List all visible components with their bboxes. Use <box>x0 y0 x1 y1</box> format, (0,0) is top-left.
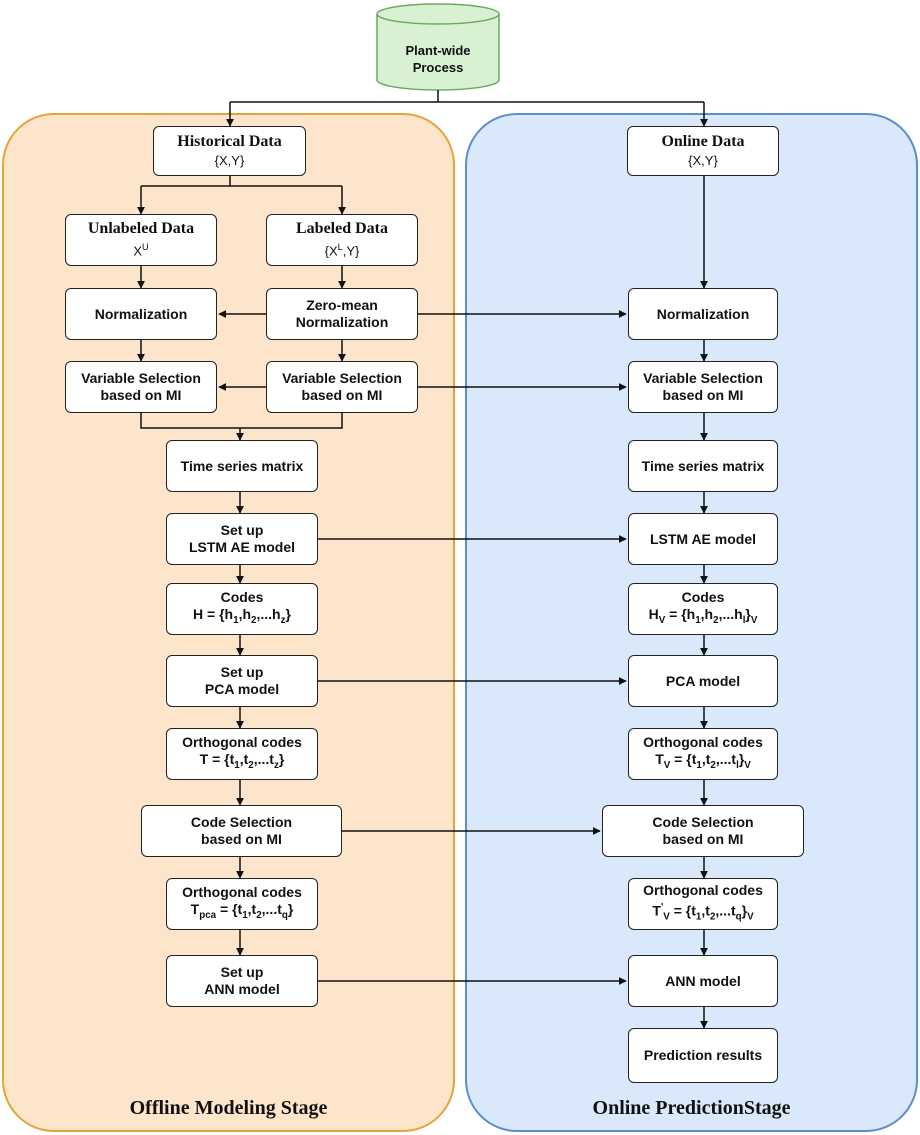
offline-ortho2-box: Orthogonal codes Tpca = {t1,t2,...tq} <box>166 878 318 930</box>
offline-codes-box: Codes H = {h1,h2,...hz} <box>166 583 318 635</box>
offline-ortho1-line2: T = {t1,t2,...tz} <box>199 751 285 771</box>
prediction-results-label: Prediction results <box>643 1047 763 1063</box>
offline-normalization-box: Normalization <box>65 288 217 340</box>
offline-lstm-line2: LSTM AE model <box>188 539 296 555</box>
offline-ann-line1: Set up <box>220 964 264 980</box>
offline-ortho1-line1: Orthogonal codes <box>182 734 302 751</box>
online-data-sub: {X,Y} <box>688 153 718 168</box>
historical-data-sub: {X,Y} <box>214 153 245 168</box>
source-title-line1: Plant-wide <box>405 43 471 58</box>
zero-mean-normalization-box: Zero-mean Normalization <box>266 288 418 340</box>
historical-data-box: Historical Data {X,Y} <box>153 126 306 176</box>
online-var-sel-line1: Variable Selection <box>643 370 763 386</box>
offline-time-series-box: Time series matrix <box>166 440 318 492</box>
online-code-sel-line1: Code Selection <box>652 814 754 830</box>
online-pca-label: PCA model <box>665 672 741 689</box>
online-codes-line1: Codes <box>681 589 725 606</box>
offline-normalization-label: Normalization <box>94 305 188 322</box>
online-ann-label: ANN model <box>665 972 741 989</box>
online-ortho2-line1: Orthogonal codes <box>643 882 763 899</box>
online-lstm-box: LSTM AE model <box>628 513 778 565</box>
online-lstm-label: LSTM AE model <box>649 530 757 547</box>
online-var-sel-line2: based on MI <box>662 387 744 403</box>
offline-pca-line1: Set up <box>220 664 264 680</box>
zero-mean-line2: Normalization <box>295 314 389 330</box>
offline-ortho1-box: Orthogonal codes T = {t1,t2,...tz} <box>166 728 318 780</box>
online-data-box: Online Data {X,Y} <box>627 126 779 176</box>
offline-ann-box: Set up ANN model <box>166 955 318 1007</box>
var-sel-left-line2: based on MI <box>100 387 182 403</box>
online-time-series-label: Time series matrix <box>641 457 765 474</box>
var-sel-right-line1: Variable Selection <box>282 370 402 386</box>
prediction-results-box: Prediction results <box>628 1028 778 1083</box>
online-normalization-label: Normalization <box>656 305 750 322</box>
online-var-sel-box: Variable Selection based on MI <box>628 361 778 413</box>
labeled-data-sub: {XL,Y} <box>324 242 360 259</box>
plant-wide-process-label: Plant-wide Process <box>375 42 501 76</box>
database-icon <box>376 3 500 91</box>
offline-ortho2-line2: Tpca = {t1,t2,...tq} <box>190 901 294 921</box>
offline-time-series-label: Time series matrix <box>180 457 304 474</box>
source-title-line2: Process <box>412 60 464 75</box>
online-ortho2-line2: T'V = {t1,t2,...tq}V <box>652 902 754 923</box>
offline-ann-line2: ANN model <box>204 981 280 997</box>
offline-pca-box: Set up PCA model <box>166 655 318 707</box>
offline-lstm-line1: Set up <box>220 522 264 538</box>
online-pca-box: PCA model <box>628 655 778 707</box>
online-code-sel-box: Code Selection based on MI <box>602 805 804 857</box>
offline-codes-line2: H = {h1,h2,...hz} <box>193 606 291 626</box>
unlabeled-data-sub: XU <box>133 242 149 259</box>
online-data-title: Online Data <box>661 133 745 150</box>
var-sel-right-line2: based on MI <box>301 387 383 403</box>
online-stage-title: Online PredictionStage <box>592 1097 791 1119</box>
online-codes-line2: HV = {h1,h2,...hl}V <box>648 606 758 626</box>
labeled-data-box: Labeled Data {XL,Y} <box>266 214 418 266</box>
var-sel-right-box: Variable Selection based on MI <box>266 361 418 413</box>
online-ortho1-line1: Orthogonal codes <box>643 734 763 751</box>
offline-ortho2-line1: Orthogonal codes <box>182 884 302 901</box>
var-sel-merge <box>140 413 343 429</box>
online-ortho2-box: Orthogonal codes T'V = {t1,t2,...tq}V <box>628 878 778 930</box>
offline-code-sel-line2: based on MI <box>201 831 282 847</box>
online-codes-box: Codes HV = {h1,h2,...hl}V <box>628 583 778 635</box>
online-ortho1-box: Orthogonal codes TV = {t1,t2,...tl}V <box>628 728 778 780</box>
unlabeled-data-box: Unlabeled Data XU <box>65 214 217 266</box>
online-ann-box: ANN model <box>628 955 778 1007</box>
offline-code-sel-line1: Code Selection <box>190 814 293 830</box>
unlabeled-data-title: Unlabeled Data <box>87 220 195 238</box>
online-code-sel-line2: based on MI <box>662 831 744 847</box>
online-normalization-box: Normalization <box>628 288 778 340</box>
historical-data-title: Historical Data <box>177 133 282 150</box>
offline-code-sel-box: Code Selection based on MI <box>141 805 342 857</box>
online-time-series-box: Time series matrix <box>628 440 778 492</box>
offline-stage-title: Offline Modeling Stage <box>129 1097 328 1119</box>
var-sel-left-line1: Variable Selection <box>81 370 201 386</box>
online-ortho1-line2: TV = {t1,t2,...tl}V <box>655 751 751 771</box>
offline-codes-line1: Codes <box>220 589 264 606</box>
zero-mean-line1: Zero-mean <box>306 297 378 313</box>
offline-pca-line2: PCA model <box>204 681 280 697</box>
labeled-data-title: Labeled Data <box>296 220 388 238</box>
offline-lstm-box: Set up LSTM AE model <box>166 513 318 565</box>
var-sel-left-box: Variable Selection based on MI <box>65 361 217 413</box>
